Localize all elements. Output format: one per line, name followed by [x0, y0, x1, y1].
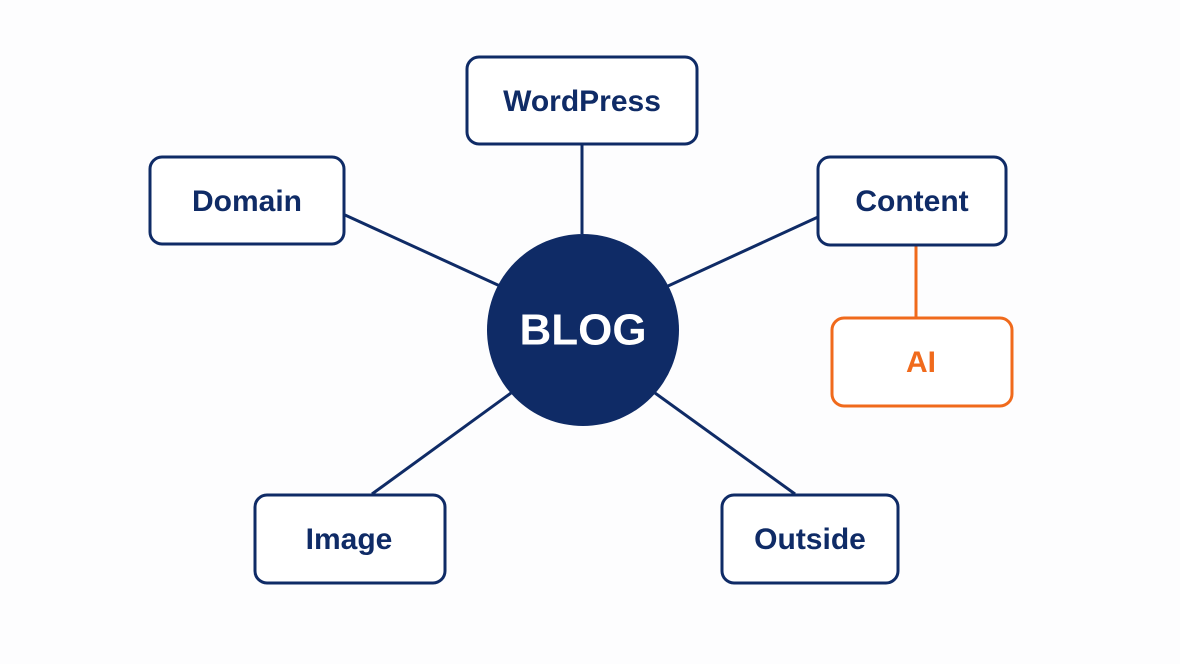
blog-hub: BLOG [487, 234, 679, 426]
blog-hub-label: BLOG [519, 306, 646, 355]
node-domain-label: Domain [192, 185, 302, 218]
node-outside: Outside [720, 493, 900, 585]
node-outside-box [720, 493, 900, 585]
node-outside-label: Outside [754, 523, 866, 556]
node-content-box [816, 155, 1008, 247]
node-content-label: Content [855, 185, 968, 218]
node-domain: Domain [148, 155, 346, 246]
connector-domain [344, 213, 501, 288]
connector-image [371, 391, 512, 496]
blog-hub-circle [487, 234, 679, 426]
node-ai-label: AI [906, 346, 936, 379]
node-domain-box [148, 155, 346, 246]
node-content: Content [816, 155, 1008, 247]
node-wordpress-label: WordPress [503, 85, 661, 118]
connector-outside [654, 391, 796, 496]
node-ai: AI [830, 316, 1014, 408]
node-wordpress-box [465, 55, 699, 146]
node-image-label: Image [306, 523, 393, 556]
node-wordpress: WordPress [465, 55, 699, 146]
node-image-box [253, 493, 447, 585]
connectors [344, 145, 918, 496]
node-image: Image [253, 493, 447, 585]
node-ai-box [830, 316, 1014, 408]
connector-content [667, 215, 819, 288]
